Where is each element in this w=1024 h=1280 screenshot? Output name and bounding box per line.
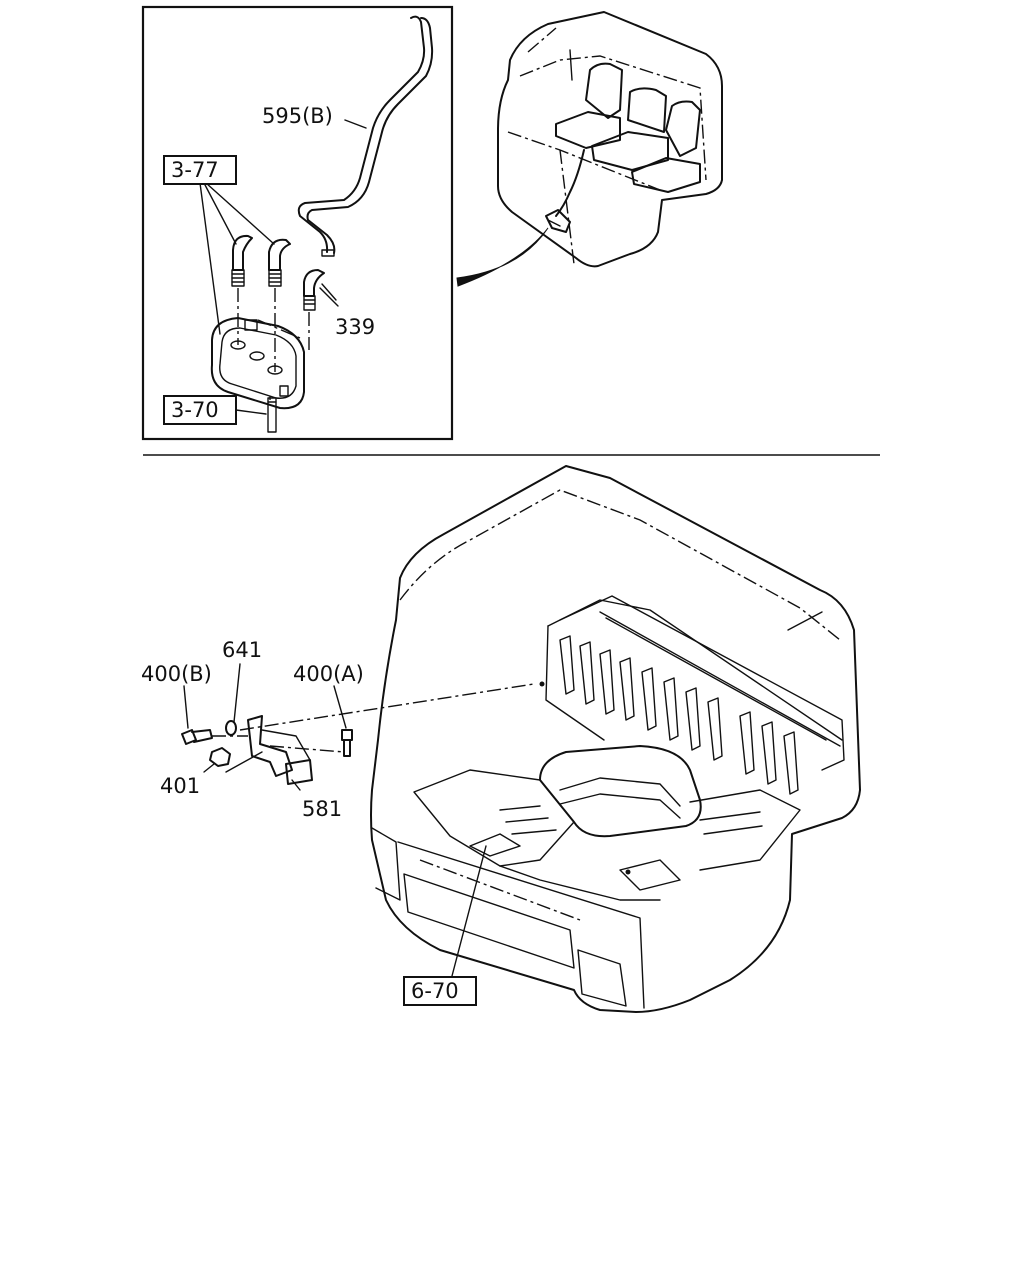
ref-6-70: 6-70 bbox=[411, 979, 459, 1003]
bolt-400a bbox=[341, 729, 353, 757]
elbow-339 bbox=[303, 269, 325, 311]
ref-3-77: 3-77 bbox=[171, 158, 219, 182]
callout-400b: 400(B) bbox=[141, 662, 212, 686]
elbow-fitting-2 bbox=[268, 238, 291, 287]
callout-339: 339 bbox=[335, 315, 375, 339]
callout-400a: 400(A) bbox=[293, 662, 364, 686]
bolt-400b bbox=[181, 729, 213, 745]
bracket-581 bbox=[247, 715, 313, 785]
ref-3-70: 3-70 bbox=[171, 398, 219, 422]
nut-401 bbox=[209, 747, 231, 767]
callout-641: 641 bbox=[222, 638, 262, 662]
detail-panel: 595(B) 339 3-77 3-70 bbox=[141, 5, 454, 441]
pipe-3-70 bbox=[267, 385, 289, 433]
cab-front-view bbox=[370, 465, 861, 1013]
callout-581: 581 bbox=[302, 797, 342, 821]
cab-interior-view bbox=[497, 11, 723, 268]
mounting-plate bbox=[210, 317, 305, 410]
callout-595b: 595(B) bbox=[262, 104, 333, 128]
hose-595b bbox=[297, 15, 434, 257]
elbow-fitting-1 bbox=[231, 234, 253, 287]
washer-641 bbox=[225, 720, 237, 736]
callout-401: 401 bbox=[160, 774, 200, 798]
parts-cluster: 400(B) 641 400(A) 401 581 6-70 bbox=[141, 638, 535, 1006]
locator-arrow bbox=[456, 227, 549, 287]
